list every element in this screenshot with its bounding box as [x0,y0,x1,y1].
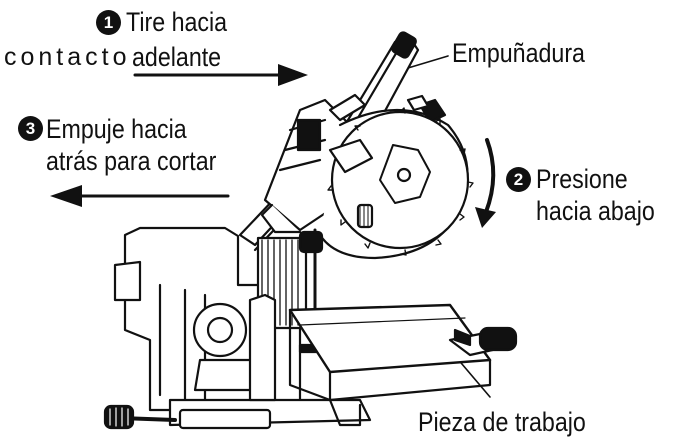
contact-label: contacto [4,43,131,71]
hold-down-clamp [298,203,374,254]
saw-handle [328,31,420,137]
workpiece-board [288,303,492,402]
saw-base [113,226,372,430]
front-handle-knob [103,404,177,430]
step-2-label-line1: Presione [536,164,628,194]
handle-label: Empuñadura [452,38,585,68]
step-3-label-line2: atrás para cortar [46,146,217,176]
handle-leader-line [407,55,449,69]
step-1-badge: 1 [96,10,121,35]
step-3-label-line1: Empuje hacia [46,114,187,144]
pull-forward-arrow [133,64,308,86]
step-1-label: Tire hacia [126,7,228,37]
workpiece-leader-line [455,356,491,398]
push-back-arrow [50,185,230,207]
right-support [448,326,518,357]
workpiece-label: Pieza de trabajo [418,407,586,437]
step-2-badge: 2 [506,167,531,192]
step-3-badge: 3 [18,116,43,141]
step-2-label-line2: hacia abajo [536,196,655,226]
press-down-arrow [475,138,496,228]
step-1-label-line2: adelante [132,42,222,72]
